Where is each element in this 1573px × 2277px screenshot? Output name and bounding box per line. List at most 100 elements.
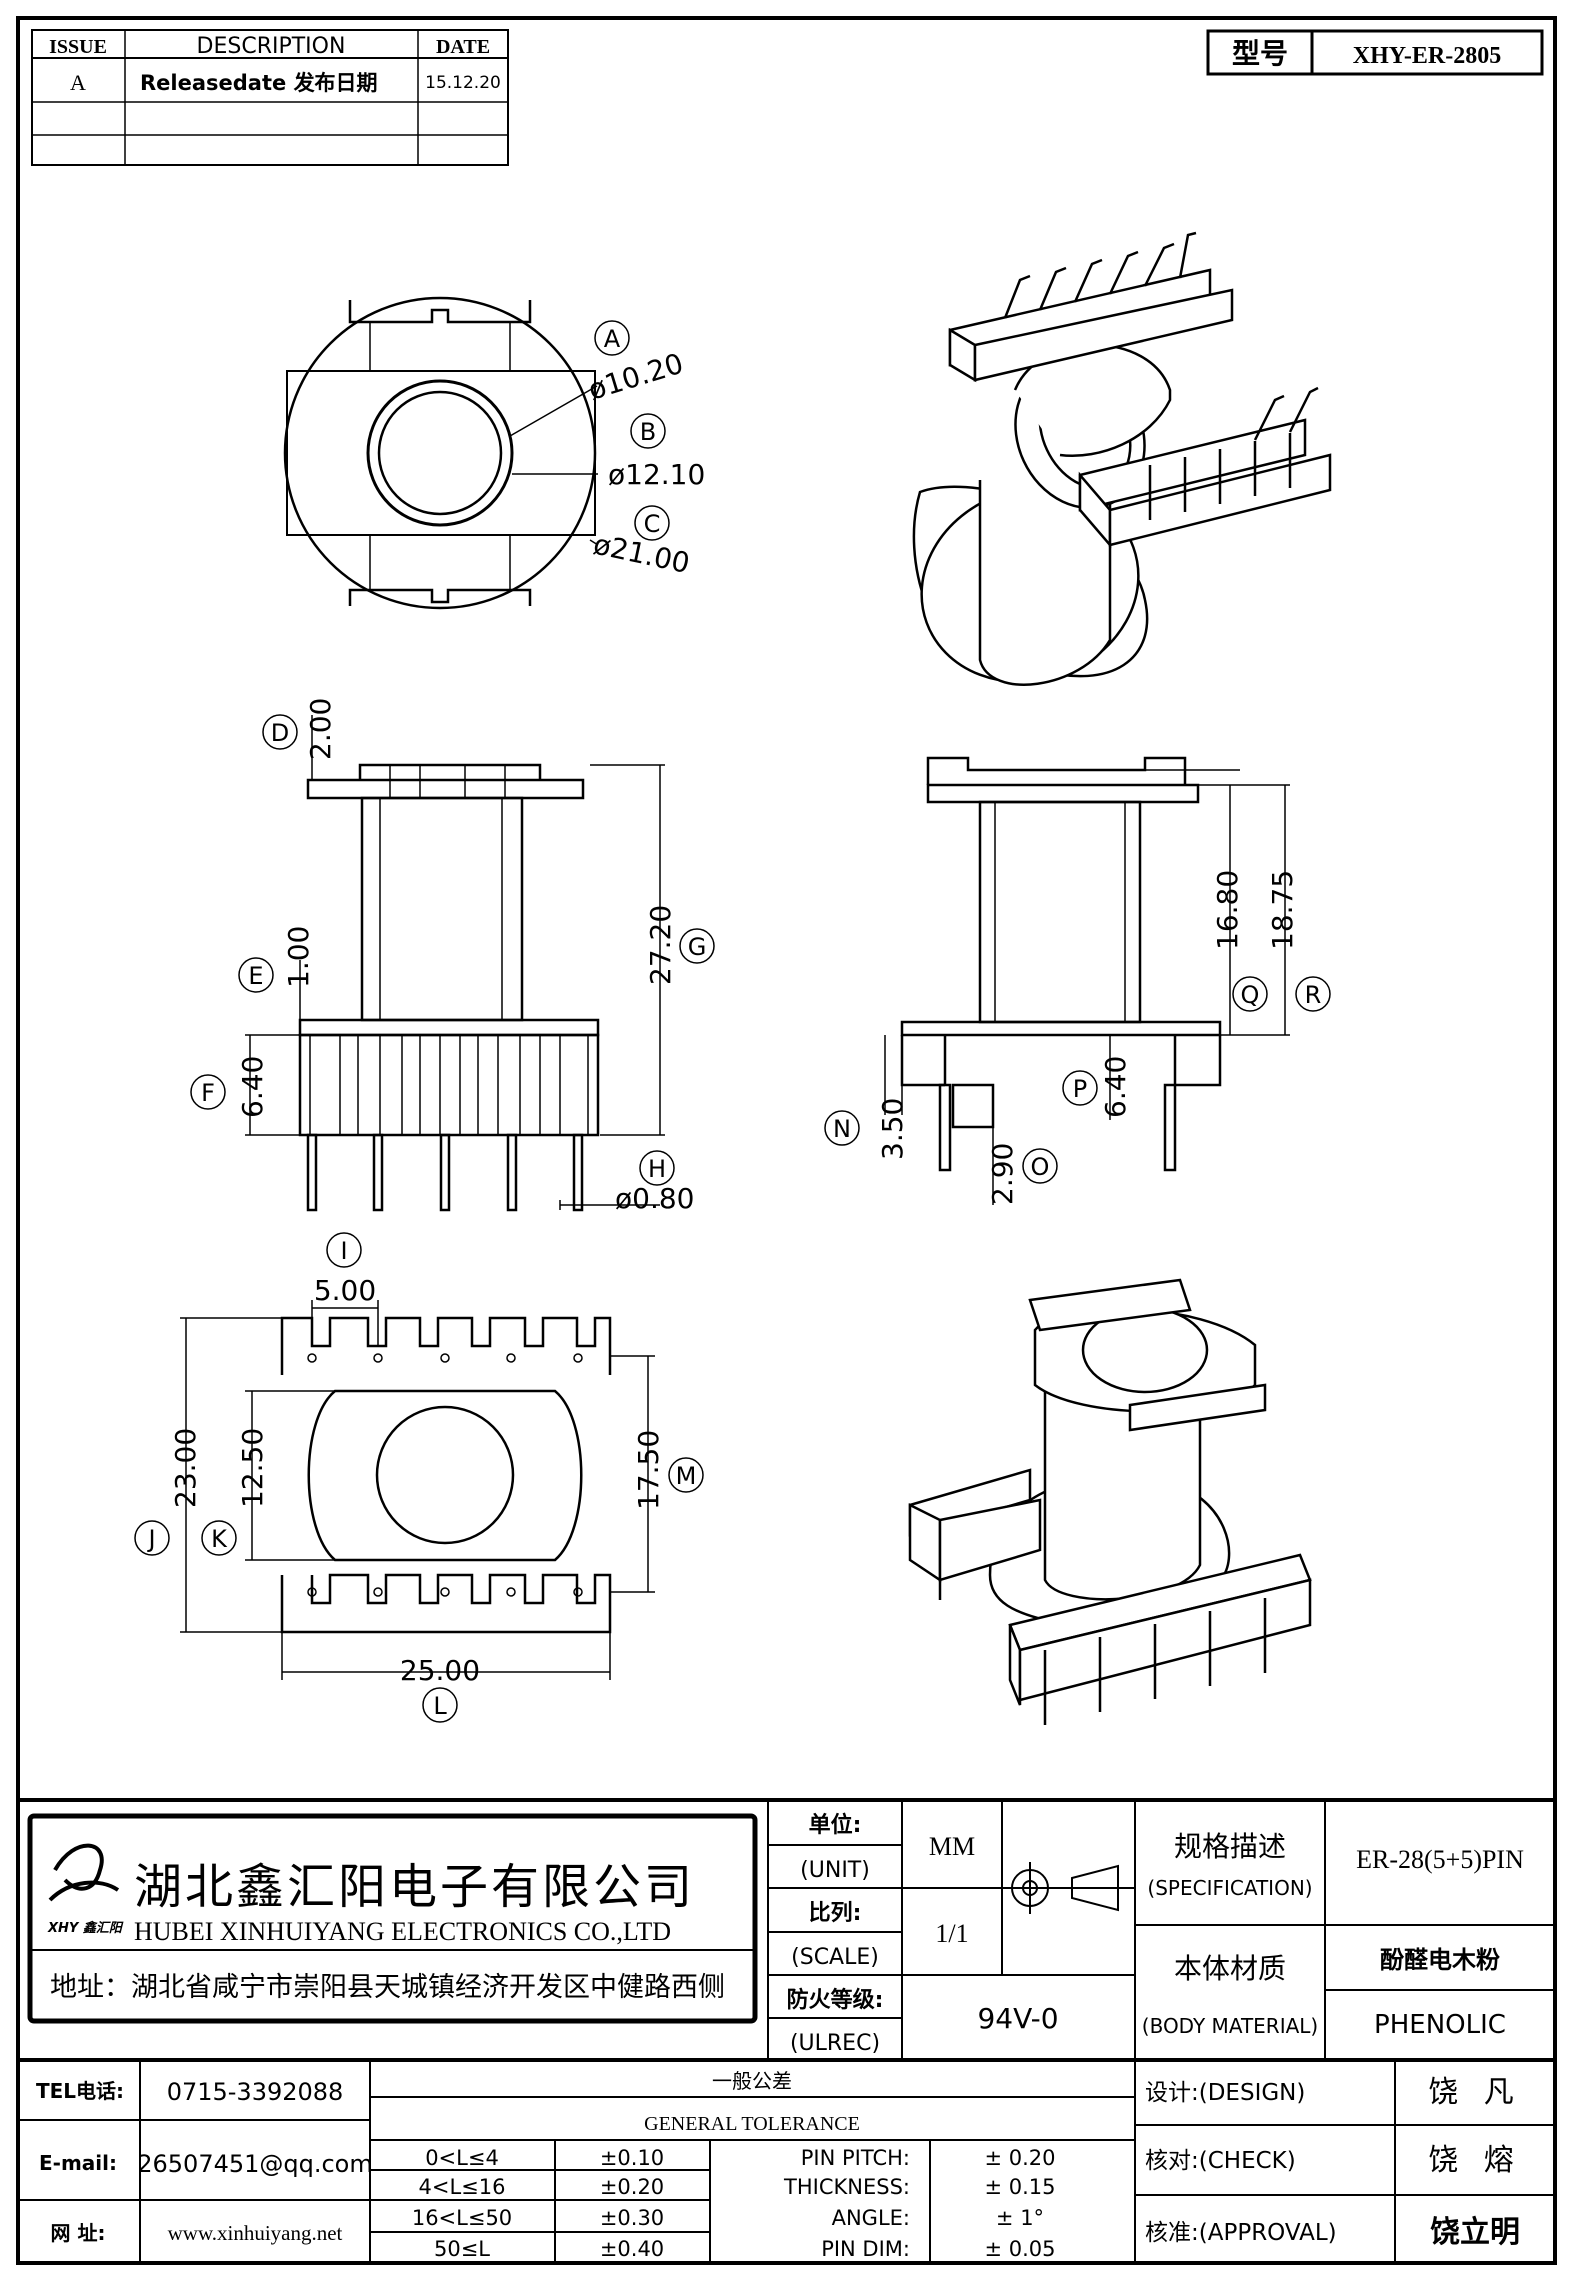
fire-rating-label-en: (ULREC) (790, 2031, 880, 2056)
dim-letter-m: M (676, 1462, 697, 1490)
tel-label: TEL电话: (36, 2079, 124, 2103)
dim-o-value: 2.90 (986, 1143, 1019, 1205)
top-view (283, 296, 599, 610)
fire-rating-label-cn: 防火等级: (787, 1987, 884, 2013)
pin-pitch-label: PIN PITCH: (801, 2146, 910, 2170)
dim-q-value: 16.80 (1211, 870, 1244, 950)
tolerance-value-1: ±0.10 (600, 2146, 664, 2170)
scale-value: 1/1 (935, 1919, 968, 1948)
approval-label: 核准:(APPROVAL) (1145, 2220, 1337, 2246)
dim-letter-q-bubble (1232, 976, 1268, 1012)
revision-header-description: DESCRIPTION (197, 34, 346, 59)
part-number-value: XHY-ER-2805 (1353, 43, 1501, 69)
dim-letter-q: Q (1241, 981, 1260, 1009)
dim-letter-o: O (1031, 1153, 1050, 1181)
title-block: XHY 鑫汇阳 湖北鑫汇阳电子有限公司 HUBEI XINHUIYANG ELE… (18, 1798, 1555, 2263)
side-view-labels: Q 16.80 R 18.75 N 3.50 O 2.90 P 6.40 (824, 870, 1331, 1205)
tolerance-title-cn: 一般公差 (712, 2069, 792, 2093)
material-label-en: (BODY MATERIAL) (1142, 2014, 1318, 2038)
dim-m-value: 17.50 (632, 1430, 665, 1510)
dim-letter-h: H (648, 1155, 666, 1183)
dim-n-value: 3.50 (876, 1098, 909, 1160)
tolerance-range-4: 50≤L (434, 2237, 490, 2261)
dim-g-value: 27.20 (644, 905, 677, 985)
dim-b-value: ø12.10 (608, 458, 705, 491)
pin-pitch-value: ± 0.20 (984, 2146, 1055, 2170)
dim-letter-o-bubble (1022, 1148, 1058, 1184)
dim-c-value: ø21.00 (591, 528, 693, 581)
dim-i-value: 5.00 (314, 1274, 376, 1307)
unit-value: MM (929, 1832, 975, 1861)
tolerance-title-en: GENERAL TOLERANCE (644, 2113, 860, 2135)
dim-r-value: 18.75 (1266, 870, 1299, 950)
top-view-dimensions: A ø10.20 B ø12.10 C ø21.00 (584, 320, 705, 581)
spec-label-cn: 规格描述 (1174, 1830, 1286, 1863)
dim-d-value: 2.00 (304, 698, 337, 760)
email-label: E-mail: (39, 2151, 117, 2175)
dim-letter-r: R (1305, 981, 1322, 1009)
dim-letter-l-bubble (422, 1687, 458, 1723)
material-label-cn: 本体材质 (1174, 1952, 1286, 1985)
scale-label-cn: 比列: (809, 1901, 862, 1926)
dim-e-value: 1.00 (282, 926, 315, 988)
bottom-view-labels: I 5.00 J 23.00 K 12.50 M 17.50 L 25.00 (134, 1232, 704, 1723)
isometric-view-bottom (908, 1278, 1312, 1725)
company-logo-text: XHY 鑫汇阳 (47, 1920, 124, 1936)
web-label: 网 址: (51, 2221, 106, 2245)
dim-letter-r-bubble (1295, 976, 1331, 1012)
dim-letter-d: D (271, 719, 289, 747)
front-view-labels: D 2.00 E 1.00 F 6.40 G 27.20 H ø0.80 (190, 698, 715, 1215)
tolerance-range-1: 0<L≤4 (425, 2146, 499, 2170)
dim-letter-p: P (1073, 1075, 1087, 1103)
dim-letter-l: L (433, 1692, 447, 1720)
sheet-border (16, 16, 1557, 2265)
design-label: 设计:(DESIGN) (1145, 2080, 1305, 2106)
dim-letter-a-bubble (594, 320, 630, 356)
side-view (900, 756, 1222, 1172)
front-view-dimensions (245, 715, 665, 1210)
tolerance-range-2: 4<L≤16 (419, 2175, 506, 2199)
spec-label-en: (SPECIFICATION) (1147, 1876, 1312, 1900)
company-address: 地址：湖北省咸宁市崇阳县天城镇经济开发区中健路西侧 (50, 1972, 725, 2003)
spec-grid-lines (767, 1800, 1555, 2060)
dim-letter-i-bubble (326, 1232, 362, 1268)
dim-letter-n-bubble (824, 1110, 860, 1146)
dim-p-value: 6.40 (1099, 1056, 1132, 1118)
spec-value: ER-28(5+5)PIN (1356, 1845, 1524, 1874)
dim-letter-p-bubble (1062, 1070, 1098, 1106)
dim-a-value: ø10.20 (584, 347, 687, 407)
dim-l-value: 25.00 (400, 1654, 480, 1687)
dim-f-value: 6.40 (236, 1056, 269, 1118)
isometric-view-top (912, 231, 1332, 686)
company-logo: XHY 鑫汇阳 (47, 1843, 124, 1936)
check-label: 核对:(CHECK) (1145, 2148, 1296, 2174)
revision-header-date: DATE (436, 36, 490, 58)
company-name-en: HUBEI XINHUIYANG ELECTRONICS CO.,LTD (134, 1917, 671, 1946)
dim-letter-b-bubble (630, 413, 666, 449)
dim-letter-j-bubble (134, 1520, 170, 1556)
part-number-box: 型号 XHY-ER-2805 (1206, 29, 1544, 76)
dim-letter-g-bubble (679, 928, 715, 964)
dim-letter-f: F (201, 1079, 215, 1107)
approval-value: 饶立明 (1430, 2215, 1520, 2250)
unit-label-en: (UNIT) (800, 1858, 870, 1883)
dim-letter-a: A (604, 325, 621, 353)
angle-value: ± 1° (996, 2206, 1044, 2230)
dim-k-value: 12.50 (236, 1428, 269, 1508)
company-name-cn: 湖北鑫汇阳电子有限公司 (134, 1859, 695, 1915)
web-value: www.xinhuiyang.net (168, 2221, 343, 2245)
projection-symbol-icon (1003, 1862, 1119, 1914)
tolerance-value-2: ±0.20 (600, 2175, 664, 2199)
bottom-view (280, 1316, 612, 1634)
dim-letter-k: K (211, 1525, 228, 1553)
side-view-dimensions (884, 769, 1290, 1205)
tolerance-value-4: ±0.40 (600, 2237, 664, 2261)
dim-h-value: ø0.80 (615, 1182, 694, 1215)
contact-grid-lines (18, 2060, 1555, 2263)
dim-letter-e-bubble (238, 957, 274, 993)
tolerance-range-3: 16<L≤50 (412, 2206, 512, 2230)
dim-letter-e: E (248, 962, 263, 990)
thickness-value: ± 0.15 (984, 2175, 1055, 2199)
design-value: 饶 凡 (1428, 2075, 1522, 2110)
revision-table: ISSUE DESCRIPTION DATE A Releasedate 发布日… (31, 29, 509, 166)
